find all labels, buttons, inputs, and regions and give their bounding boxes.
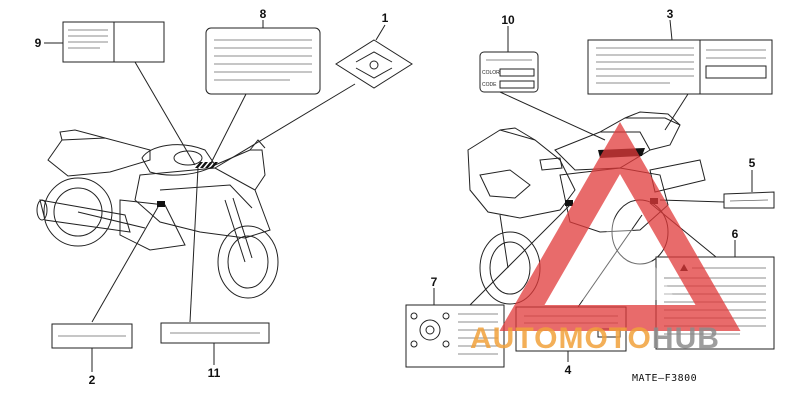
watermark-auto: AUTO — [470, 322, 558, 355]
callout-2: 2 — [89, 373, 96, 387]
watermark-hub: HUB — [652, 322, 720, 355]
label-10-color-text: COLOR — [482, 70, 500, 76]
label-2 — [51, 323, 133, 349]
callout-9: 9 — [35, 36, 42, 50]
watermark-moto: MOTO — [558, 322, 651, 355]
callout-5: 5 — [749, 156, 756, 170]
label-8 — [205, 27, 321, 95]
callout-6: 6 — [732, 227, 739, 241]
callout-11: 11 — [208, 366, 221, 380]
label-3 — [587, 39, 773, 95]
callout-7: 7 — [431, 275, 438, 289]
watermark-text: AUTOMOTOHUB — [470, 322, 720, 355]
part-code: MATE—F3800 — [632, 373, 697, 384]
callout-numbers: 1 2 3 4 5 6 7 8 9 10 11 — [35, 7, 756, 387]
callout-3: 3 — [667, 7, 674, 21]
callout-1: 1 — [382, 11, 389, 25]
label-7 — [405, 304, 505, 368]
label-9 — [62, 21, 165, 63]
label-6 — [655, 256, 775, 350]
label-11 — [160, 322, 270, 344]
callout-8: 8 — [260, 7, 267, 21]
watermark-triangle-logo — [499, 121, 741, 331]
label-5 — [723, 191, 775, 209]
callout-4: 4 — [565, 363, 572, 377]
label-10-code-text: CODE — [482, 82, 497, 88]
label-10: COLOR CODE — [479, 51, 539, 93]
automotohub-watermark: AUTOMOTOHUB — [470, 121, 741, 355]
leader-lines — [44, 19, 753, 372]
label-1 — [335, 39, 413, 89]
left-motorcycle-illustration — [36, 129, 279, 299]
callout-10: 10 — [501, 13, 515, 27]
